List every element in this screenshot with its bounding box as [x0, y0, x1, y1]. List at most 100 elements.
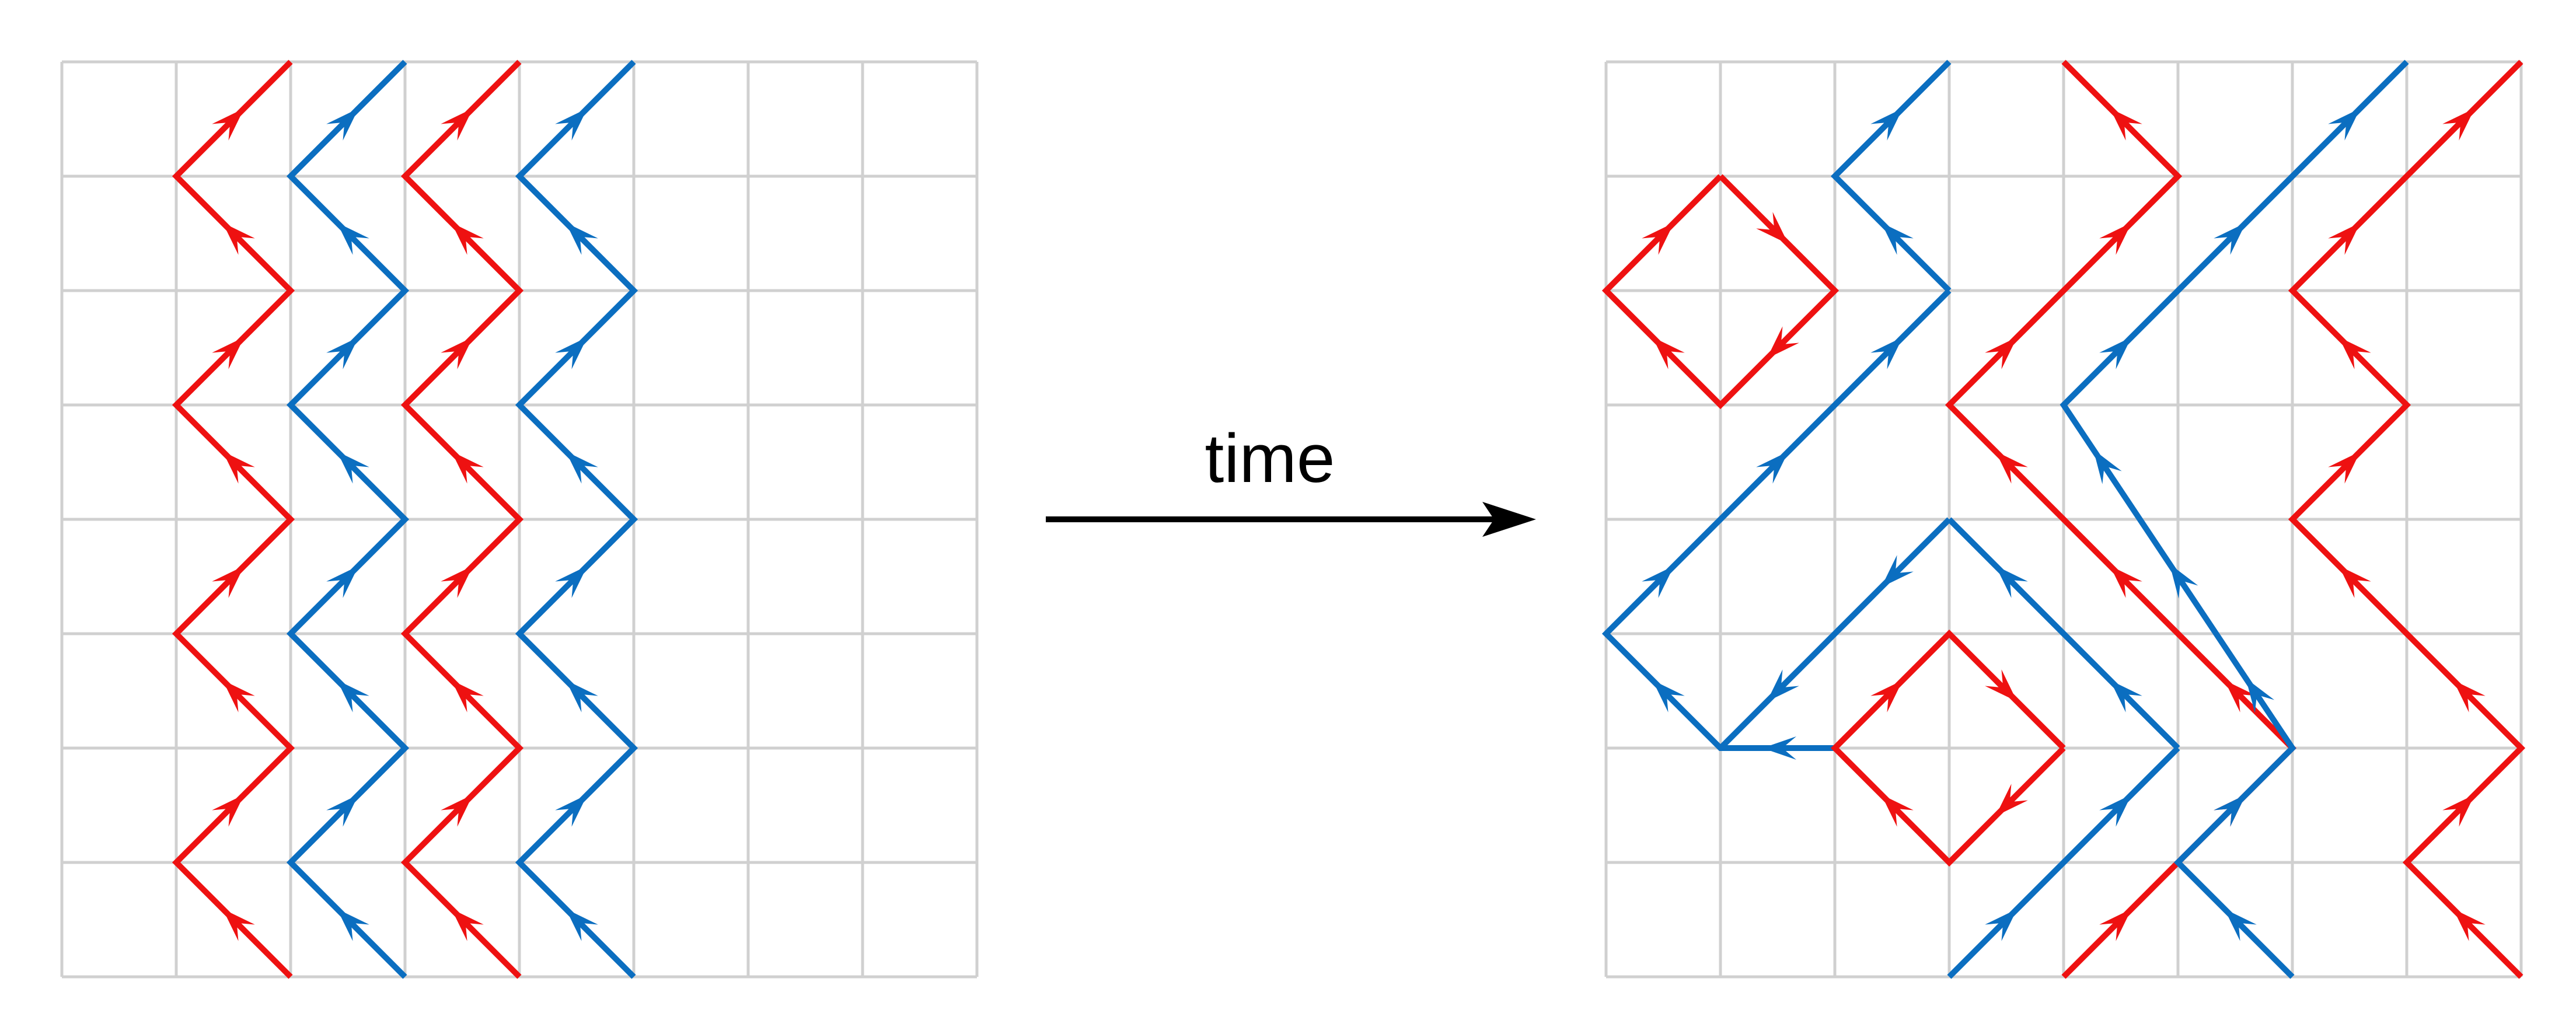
- direction-arrow: [2224, 909, 2257, 941]
- direction-arrow: [337, 680, 369, 712]
- direction-arrow: [337, 222, 369, 255]
- direction-arrow: [1881, 794, 1914, 827]
- direction-arrow: [2099, 337, 2132, 369]
- blue-worldline-path: [1947, 517, 2180, 750]
- direction-arrow: [451, 909, 484, 941]
- direction-arrow: [326, 108, 359, 141]
- direction-arrow: [2442, 794, 2475, 827]
- direction-arrow: [441, 565, 473, 598]
- direction-arrow: [1767, 669, 1799, 702]
- blue-worldline: [286, 60, 410, 979]
- direction-arrow: [441, 794, 473, 827]
- direction-arrow: [2338, 565, 2371, 598]
- direction-arrow: [2442, 108, 2475, 141]
- direction-arrow: [1767, 326, 1799, 359]
- blue-worldline-path: [2060, 60, 2409, 979]
- direction-arrow: [566, 680, 598, 712]
- direction-arrow: [1985, 909, 2017, 941]
- direction-arrow: [1642, 222, 1674, 255]
- blue-worldline-path: [1830, 60, 1952, 293]
- direction-arrow: [2099, 794, 2132, 827]
- direction-arrow: [2110, 565, 2142, 598]
- direction-arrow: [441, 108, 473, 141]
- direction-arrow: [2224, 680, 2257, 712]
- direction-arrow: [2328, 451, 2361, 484]
- direction-arrow: [222, 909, 255, 941]
- direction-arrow: [1870, 108, 1903, 141]
- direction-arrow: [2338, 337, 2371, 369]
- direction-arrow: [2099, 909, 2132, 941]
- direction-arrow: [2110, 680, 2142, 712]
- red-worldline: [1830, 629, 2066, 867]
- direction-arrow: [2453, 909, 2486, 941]
- direction-arrow: [2453, 680, 2486, 712]
- blue-worldline-path: [1718, 517, 1952, 750]
- red-worldline: [400, 60, 524, 979]
- direction-arrow: [337, 451, 369, 484]
- blue-worldline: [1601, 288, 1952, 760]
- direction-arrow: [2099, 222, 2132, 255]
- red-worldline-path: [1830, 629, 2066, 867]
- direction-arrow: [2328, 222, 2361, 255]
- direction-arrow: [326, 565, 359, 598]
- direction-arrow: [1870, 680, 1903, 712]
- red-worldline-path: [2288, 60, 2526, 979]
- blue-worldline: [2060, 60, 2409, 979]
- direction-arrow: [2246, 678, 2275, 713]
- direction-arrow: [555, 565, 588, 598]
- blue-worldline-path: [286, 60, 410, 979]
- red-worldline-path: [172, 60, 295, 979]
- direction-arrow: [1762, 736, 1796, 760]
- direction-arrow: [212, 565, 245, 598]
- blue-worldline: [1718, 517, 1952, 750]
- direction-arrow: [1995, 565, 2028, 598]
- direction-arrow: [2214, 222, 2246, 255]
- direction-arrow: [212, 108, 245, 141]
- direction-arrow: [1756, 451, 1789, 484]
- red-worldline-path: [400, 60, 524, 979]
- direction-arrow: [555, 337, 588, 369]
- direction-arrow: [566, 222, 598, 255]
- red-worldline-path: [1601, 174, 1839, 410]
- red-worldline: [2288, 60, 2526, 979]
- time-arrow: time: [1046, 420, 1536, 537]
- direction-arrow: [326, 794, 359, 827]
- direction-arrow: [222, 222, 255, 255]
- direction-arrow: [566, 909, 598, 941]
- red-worldline: [1601, 174, 1839, 410]
- direction-arrow: [1995, 784, 2028, 816]
- blue-worldline-path: [515, 60, 638, 979]
- direction-arrow: [1995, 451, 2028, 484]
- direction-arrow: [222, 680, 255, 712]
- panel-before: [60, 60, 979, 979]
- direction-arrow: [441, 337, 473, 369]
- blue-worldline-path: [1947, 746, 2180, 979]
- direction-arrow: [337, 909, 369, 941]
- direction-arrow: [326, 337, 359, 369]
- direction-arrow: [555, 108, 588, 141]
- blue-worldline: [1947, 746, 2180, 979]
- direction-arrow: [451, 222, 484, 255]
- direction-arrow: [2214, 794, 2246, 827]
- red-worldline: [172, 60, 295, 979]
- direction-arrow: [1985, 337, 2017, 369]
- direction-arrow: [2110, 108, 2142, 141]
- blue-worldline: [1947, 517, 2180, 750]
- direction-arrow: [566, 451, 598, 484]
- direction-arrow: [1881, 555, 1914, 588]
- time-label: time: [1205, 420, 1335, 497]
- direction-arrow: [2328, 108, 2361, 141]
- direction-arrow: [1652, 337, 1685, 369]
- direction-arrow: [2169, 564, 2198, 599]
- direction-arrow: [2093, 449, 2122, 484]
- direction-arrow: [1881, 222, 1914, 255]
- direction-arrow: [1985, 669, 2017, 702]
- direction-arrow: [1756, 212, 1789, 244]
- direction-arrow: [1642, 565, 1674, 598]
- grid: [1604, 60, 2523, 979]
- direction-arrow: [212, 794, 245, 827]
- blue-worldline: [1830, 60, 1952, 293]
- direction-arrow: [1870, 337, 1903, 369]
- direction-arrow: [1652, 680, 1685, 712]
